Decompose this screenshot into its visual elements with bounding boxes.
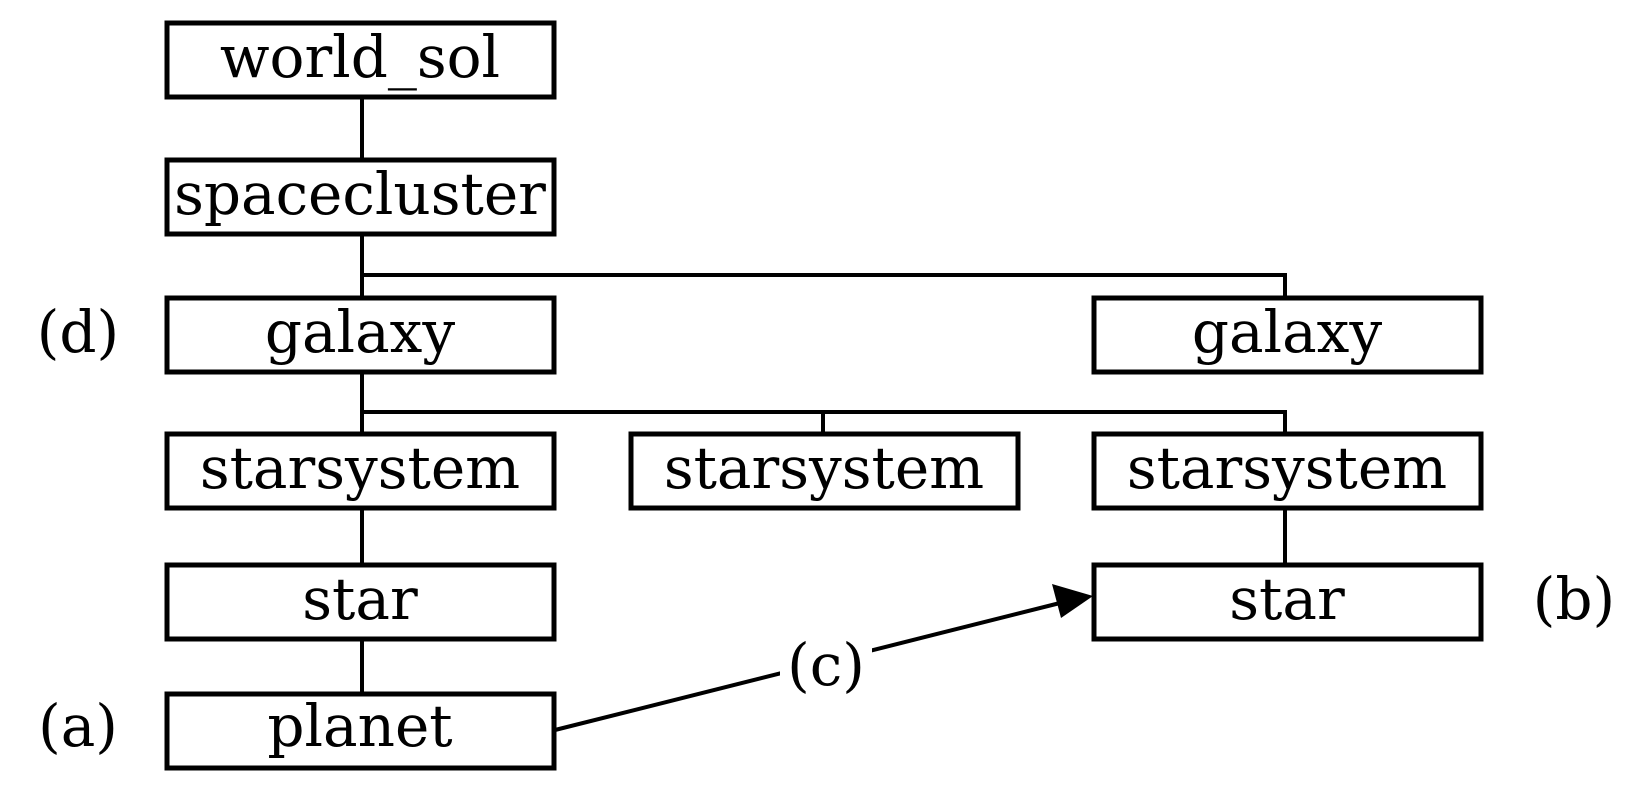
node-label: starsystem (200, 434, 520, 502)
node-label: star (302, 565, 418, 633)
node-box (1091, 295, 1484, 375)
connector-spacecluster-to-galaxy-right (362, 273, 1287, 298)
node-star-right: star (1091, 562, 1484, 642)
node-label: star (1229, 565, 1345, 633)
node-world-sol: world_sol (164, 20, 557, 100)
node-label: galaxy (1192, 298, 1383, 366)
node-spacecluster: spacecluster (164, 157, 557, 237)
node-galaxy-right: galaxy (1091, 295, 1484, 375)
node-box (164, 20, 557, 100)
arrowhead-icon (1052, 584, 1093, 618)
node-box (1091, 562, 1484, 642)
side-label-b: (b) (1533, 565, 1615, 633)
node-starsystem-middle: starsystem (628, 431, 1021, 511)
node-label: spacecluster (174, 160, 546, 228)
node-starsystem-left: starsystem (164, 431, 557, 511)
node-box (164, 691, 557, 771)
node-label: world_sol (220, 23, 500, 91)
node-box (164, 157, 557, 237)
node-box (164, 562, 557, 642)
connector-galaxy-branch (362, 410, 1287, 434)
node-box (628, 431, 1021, 511)
node-label: galaxy (265, 298, 456, 366)
side-label-d: (d) (37, 298, 119, 366)
node-box (1091, 431, 1484, 511)
node-planet: planet (164, 691, 557, 771)
node-box (164, 295, 557, 375)
edge-label-background (780, 635, 872, 705)
edge-label-c: (c) (787, 631, 865, 699)
node-starsystem-right: starsystem (1091, 431, 1484, 511)
node-label: planet (267, 692, 452, 760)
relation-arrow: (c) (554, 584, 1093, 732)
node-star-left: star (164, 562, 557, 642)
node-box (164, 431, 557, 511)
tree-connectors (360, 97, 1287, 694)
node-label: starsystem (1127, 434, 1447, 502)
node-galaxy-left: galaxy (164, 295, 557, 375)
side-label-a: (a) (38, 692, 118, 760)
node-label: starsystem (664, 434, 984, 502)
